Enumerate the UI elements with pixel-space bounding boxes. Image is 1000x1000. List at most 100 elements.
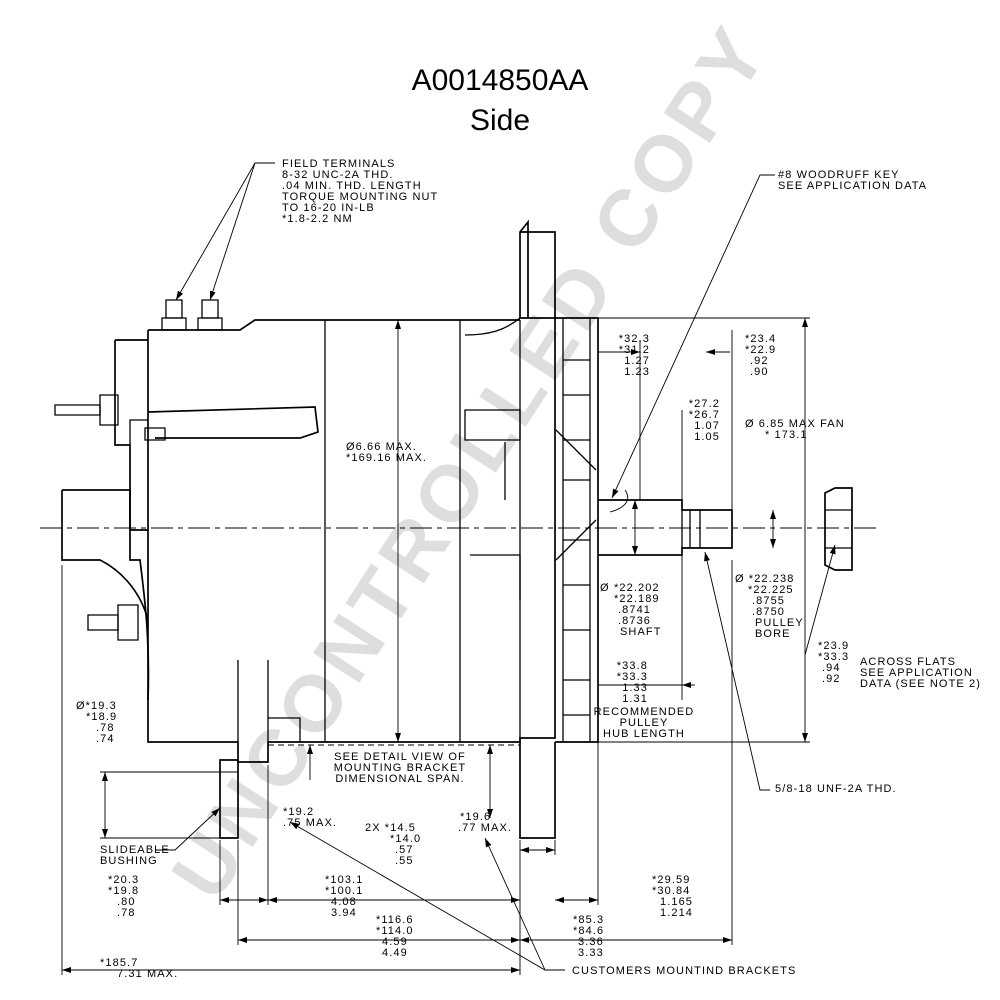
leader-lines <box>155 162 836 971</box>
hub-top-dimension: *27.2 *26.7 1.07 1.05 <box>689 398 720 443</box>
svg-text:BUSHING: BUSHING <box>100 855 158 867</box>
bracket-right-dimension: *19.6 .77 MAX. <box>458 811 511 834</box>
svg-text:.94: .94 <box>822 662 841 674</box>
svg-text:*23.4: *23.4 <box>745 333 776 345</box>
svg-text:.75 MAX.: .75 MAX. <box>283 817 337 829</box>
svg-text:*19.8: *19.8 <box>108 885 139 897</box>
svg-text:3.33: 3.33 <box>578 947 604 959</box>
svg-text:*1.8-2.2 NM: *1.8-2.2 NM <box>282 213 353 225</box>
svg-text:Ø6.66 MAX.: Ø6.66 MAX. <box>346 441 417 453</box>
dimension-29: *29.59 *30.84 1.165 1.214 <box>652 874 693 919</box>
alternator-outline <box>54 219 853 839</box>
svg-text:RECOMMENDED: RECOMMENDED <box>594 706 695 718</box>
svg-text:.92: .92 <box>750 355 769 367</box>
bracket-width-dimension: 2X *14.5 *14.0 .57 .55 <box>365 822 420 867</box>
dimension-lines <box>61 317 810 975</box>
svg-text:.55: .55 <box>395 855 414 867</box>
svg-text:*84.6: *84.6 <box>573 925 604 937</box>
svg-text:1.05: 1.05 <box>694 431 720 443</box>
bushing-diameter-dimension: Ø*19.3 *18.9 .78 .74 <box>76 700 117 745</box>
key-top-dimension: *23.4 *22.9 .92 .90 <box>745 333 776 378</box>
svg-text:DATA (SEE NOTE 2): DATA (SEE NOTE 2) <box>860 678 981 690</box>
svg-text:*19.2: *19.2 <box>283 806 314 818</box>
svg-text:1.33: 1.33 <box>622 682 648 694</box>
svg-text:.04 MIN. THD. LENGTH: .04 MIN. THD. LENGTH <box>282 180 422 192</box>
svg-text:Ø *22.238: Ø *22.238 <box>735 573 794 585</box>
svg-text:1.214: 1.214 <box>660 907 693 919</box>
svg-text:*20.3: *20.3 <box>108 874 139 886</box>
shaft-diameter-dimension: Ø *22.202 *22.189 .8741 .8736 SHAFT <box>600 582 662 638</box>
hub-length-dimension: *33.8 *33.3 1.33 1.31 RECOMMENDED PULLEY… <box>594 660 695 740</box>
svg-text:*27.2: *27.2 <box>689 398 720 410</box>
svg-text:*114.0: *114.0 <box>376 925 414 937</box>
svg-text:1.165: 1.165 <box>660 896 693 908</box>
svg-text:1.31: 1.31 <box>622 693 648 705</box>
dimension-20: *20.3 *19.8 .80 .78 <box>108 874 139 919</box>
svg-text:DIMENSIONAL SPAN.: DIMENSIONAL SPAN. <box>335 773 464 785</box>
svg-text:*85.3: *85.3 <box>573 914 604 926</box>
svg-text:*26.7: *26.7 <box>689 409 720 421</box>
svg-text:ACROSS FLATS: ACROSS FLATS <box>860 656 956 668</box>
svg-text:*23.9: *23.9 <box>818 640 849 652</box>
svg-text:1.27: 1.27 <box>624 355 650 367</box>
svg-text:SHAFT: SHAFT <box>620 626 662 638</box>
customers-brackets-note: CUSTOMERS MOUNTIND BRACKETS <box>572 965 796 977</box>
detail-view-note: SEE DETAIL VIEW OF MOUNTING BRACKET DIME… <box>334 751 467 785</box>
svg-text:*18.9: *18.9 <box>86 711 117 723</box>
body-diameter-dimension: Ø6.66 MAX. *169.16 MAX. <box>346 441 427 464</box>
svg-text:*169.16 MAX.: *169.16 MAX. <box>346 452 427 464</box>
svg-text:.74: .74 <box>96 733 115 745</box>
slideable-bushing-note: SLIDEABLE BUSHING <box>100 844 170 867</box>
svg-text:*185.7: *185.7 <box>100 957 138 969</box>
svg-text:MOUNTING BRACKET: MOUNTING BRACKET <box>334 762 467 774</box>
across-flats-dimension: *23.9 *33.3 .94 .92 ACROSS FLATS SEE APP… <box>818 640 981 690</box>
svg-text:.8736: .8736 <box>618 615 651 627</box>
svg-text:*22.189: *22.189 <box>614 593 660 605</box>
svg-text:.57: .57 <box>395 844 414 856</box>
thread-note: 5/8-18 UNF-2A THD. <box>775 783 897 795</box>
svg-text:Ø: Ø <box>600 582 610 594</box>
svg-text:3.94: 3.94 <box>331 907 357 919</box>
dimension-85: *85.3 *84.6 3.36 3.33 <box>573 914 604 959</box>
svg-text:*32.3: *32.3 <box>619 333 650 345</box>
dimension-116: *116.6 *114.0 4.59 4.49 <box>376 914 414 959</box>
woodruff-key-note: #8 WOODRUFF KEY SEE APPLICATION DATA <box>778 169 927 192</box>
svg-text:.90: .90 <box>750 366 769 378</box>
svg-text:*33.3: *33.3 <box>617 671 648 683</box>
svg-text:PULLEY: PULLEY <box>755 617 804 629</box>
svg-text:*22.202: *22.202 <box>614 582 660 594</box>
svg-text:*22.225: *22.225 <box>748 584 794 596</box>
svg-text:*33.3: *33.3 <box>818 651 849 663</box>
svg-text:.92: .92 <box>822 673 841 685</box>
svg-text:.78: .78 <box>117 907 136 919</box>
svg-text:TO 16-20 IN-LB: TO 16-20 IN-LB <box>282 202 375 214</box>
bracket-left-dimension: *19.2 .75 MAX. <box>283 806 337 829</box>
svg-text:TORQUE MOUNTING NUT: TORQUE MOUNTING NUT <box>282 191 438 203</box>
svg-text:1.23: 1.23 <box>624 366 650 378</box>
svg-text:.80: .80 <box>117 896 136 908</box>
svg-text:*31.2: *31.2 <box>619 344 650 356</box>
svg-text:4.59: 4.59 <box>382 936 408 948</box>
uncontrolled-copy-watermark: UNCONTROLLED COPY <box>155 9 786 915</box>
svg-text:PULLEY: PULLEY <box>620 717 669 729</box>
svg-text:SEE APPLICATION DATA: SEE APPLICATION DATA <box>778 180 927 192</box>
field-terminals-note: FIELD TERMINALS 8-32 UNC-2A THD. .04 MIN… <box>282 158 438 225</box>
svg-text:*33.8: *33.8 <box>617 660 648 672</box>
svg-text:FIELD TERMINALS: FIELD TERMINALS <box>282 158 396 170</box>
svg-text:HUB LENGTH: HUB LENGTH <box>603 728 685 740</box>
svg-text:.8741: .8741 <box>618 604 651 616</box>
svg-text:*30.84: *30.84 <box>652 885 690 897</box>
svg-text:BORE: BORE <box>755 628 791 640</box>
svg-text:8-32 UNC-2A THD.: 8-32 UNC-2A THD. <box>282 169 394 181</box>
svg-text:SLIDEABLE: SLIDEABLE <box>100 844 170 856</box>
svg-text:*29.59: *29.59 <box>652 874 690 886</box>
svg-text:Ø 6.85 MAX FAN: Ø 6.85 MAX FAN <box>745 418 845 430</box>
svg-text:.78: .78 <box>96 722 115 734</box>
svg-text:SEE DETAIL VIEW OF: SEE DETAIL VIEW OF <box>334 751 466 763</box>
svg-text:* 173.1: * 173.1 <box>765 429 808 441</box>
svg-text:*19.6: *19.6 <box>460 811 491 823</box>
svg-text:4.08: 4.08 <box>331 896 357 908</box>
dimension-103: *103.1 *100.1 4.08 3.94 <box>325 874 362 919</box>
overall-length-dimension: *185.7 7.31 MAX. <box>100 957 177 980</box>
